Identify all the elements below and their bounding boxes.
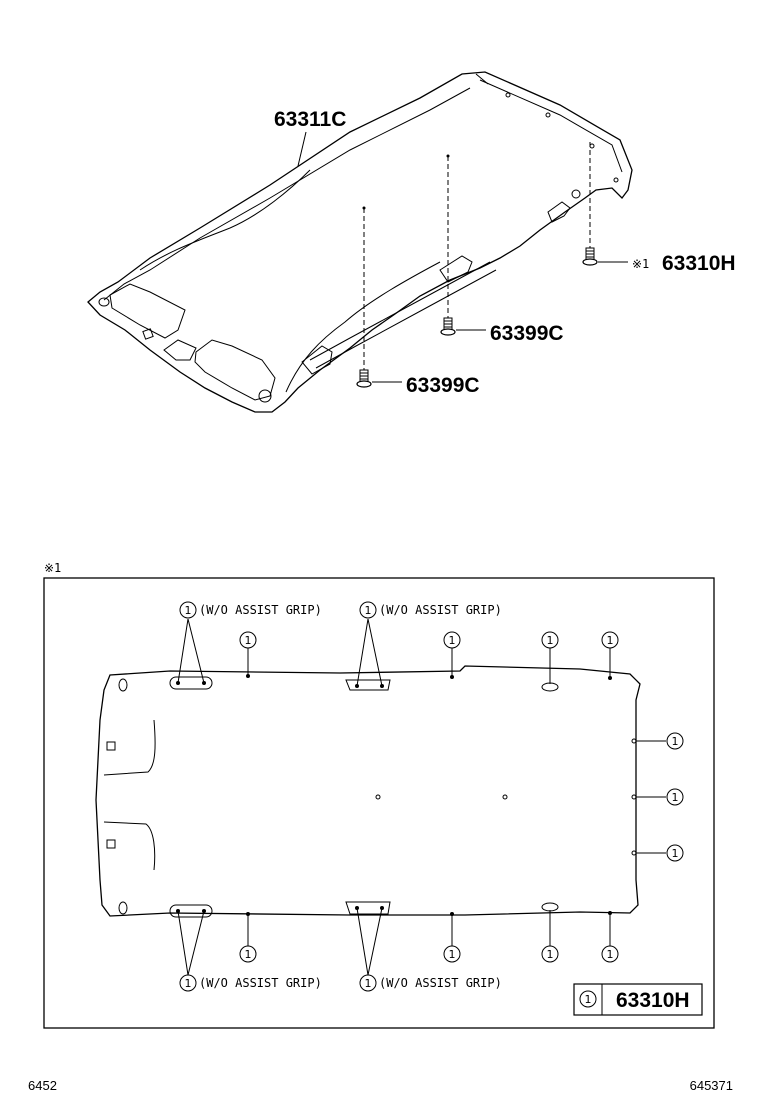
svg-text:1: 1 (672, 847, 679, 860)
svg-text:1: 1 (547, 948, 554, 961)
callout-marker: 1 (359, 974, 377, 992)
detail-marker: ※1 (44, 561, 61, 575)
svg-text:1: 1 (449, 634, 456, 647)
clip-icon (582, 247, 598, 266)
svg-text:1: 1 (672, 791, 679, 804)
screw-part-label-a: 63399C (490, 322, 564, 345)
svg-text:1: 1 (245, 634, 252, 647)
legend-box: 1 63310H (573, 983, 703, 1016)
callout-marker: 1 (541, 631, 559, 649)
screw-icon (356, 369, 372, 388)
detail-frame (43, 577, 715, 1029)
legend-part-label: 63310H (616, 989, 690, 1012)
svg-text:1: 1 (185, 604, 192, 617)
callout-marker: 1 (359, 601, 377, 619)
headliner-part-label: 63311C (274, 108, 346, 131)
svg-text:1: 1 (547, 634, 554, 647)
footer-right-code: 645371 (690, 1078, 733, 1093)
clip-part-label: 63310H (662, 252, 736, 275)
assist-grip-note: (W/O ASSIST GRIP) (199, 976, 322, 990)
callout-marker: 1 (239, 945, 257, 963)
assist-grip-note: (W/O ASSIST GRIP) (199, 603, 322, 617)
callout-marker: 1 (541, 945, 559, 963)
callout-marker: 1 (443, 631, 461, 649)
callout-marker: 1 (666, 788, 684, 806)
legend-number: 1 (585, 993, 592, 1006)
svg-text:1: 1 (185, 977, 192, 990)
callout-marker: 1 (239, 631, 257, 649)
svg-text:1: 1 (449, 948, 456, 961)
headliner-illustration (87, 71, 633, 413)
footer-left-code: 6452 (28, 1078, 57, 1093)
assist-grip-note: (W/O ASSIST GRIP) (379, 603, 502, 617)
assist-grip-note: (W/O ASSIST GRIP) (379, 976, 502, 990)
callout-marker: 1 (179, 974, 197, 992)
callout-marker: 1 (601, 945, 619, 963)
callout-marker: 1 (179, 601, 197, 619)
svg-text:1: 1 (365, 604, 372, 617)
screw-part-label-b: 63399C (406, 374, 480, 397)
svg-text:1: 1 (607, 634, 614, 647)
callout-marker: 1 (443, 945, 461, 963)
screw-icon (440, 317, 456, 336)
svg-text:1: 1 (245, 948, 252, 961)
callout-marker: 1 (666, 844, 684, 862)
clip-marker: ※1 (632, 257, 649, 271)
svg-text:1: 1 (672, 735, 679, 748)
callout-marker: 1 (666, 732, 684, 750)
svg-text:1: 1 (607, 948, 614, 961)
callout-marker: 1 (601, 631, 619, 649)
headliner-plan-view (95, 665, 641, 918)
svg-text:1: 1 (365, 977, 372, 990)
